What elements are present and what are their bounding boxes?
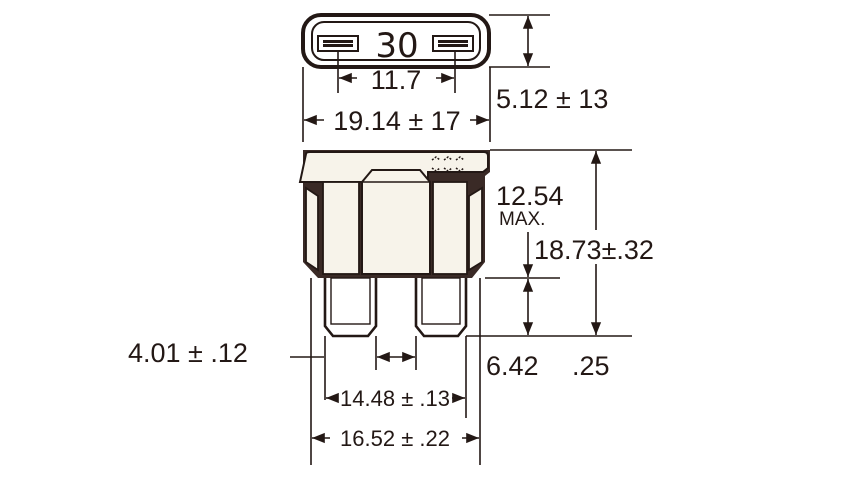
blade-length-label: 6.42	[486, 351, 539, 381]
manufacturer-mark-icon	[431, 156, 465, 172]
center-window	[361, 169, 431, 275]
blade-outer-spacing-label: 14.48 ± .13	[340, 386, 450, 411]
fuse-top-cap	[298, 151, 489, 183]
fuse-top-view: 30	[301, 13, 491, 69]
width-label: 19.14 ± 17	[333, 106, 460, 136]
body-height-max: MAX.	[499, 209, 545, 230]
inner-left-wall	[322, 181, 360, 275]
inner-right-wall	[432, 181, 468, 275]
right-side-panel	[468, 186, 483, 272]
overall-width-label: 16.52 ± .22	[340, 426, 450, 451]
overall-width-dimension: 16.52 ± .22	[310, 278, 481, 465]
blade-spacing-label: 11.7	[371, 65, 422, 95]
blade-width-label: 4.01 ± .12	[128, 338, 248, 368]
right-blade-slot	[432, 35, 474, 52]
blade-length-tolerance: .25	[572, 351, 610, 381]
width-dimension: 19.14 ± 17	[302, 67, 491, 142]
blade-length-dimension: 6.42	[466, 279, 632, 381]
top-thickness-dimension: 5.12 ± 13	[489, 14, 608, 114]
blade-spacing-dimension: 11.7	[337, 51, 456, 95]
left-blade	[323, 277, 378, 338]
overall-height-dimension: 18.73±.32 .25	[534, 151, 654, 381]
fuse-side-view	[298, 150, 490, 338]
fuse-top-outline	[301, 13, 491, 69]
left-blade-slot	[317, 35, 359, 52]
blade-outer-spacing-dimension: 14.48 ± .13	[326, 336, 467, 418]
body-height-value: 12.54	[496, 181, 564, 211]
left-side-panel	[305, 186, 319, 272]
overall-height-label: 18.73±.32	[534, 235, 654, 265]
top-thickness-label: 5.12 ± 13	[496, 84, 608, 114]
body-height-dimension: 12.54 MAX.	[485, 149, 632, 279]
blade-width-dimension: 4.01 ± .12	[128, 336, 417, 400]
fuse-top-inner-outline	[311, 21, 481, 61]
fuse-rating-label: 30	[375, 26, 418, 66]
right-blade	[414, 277, 468, 338]
